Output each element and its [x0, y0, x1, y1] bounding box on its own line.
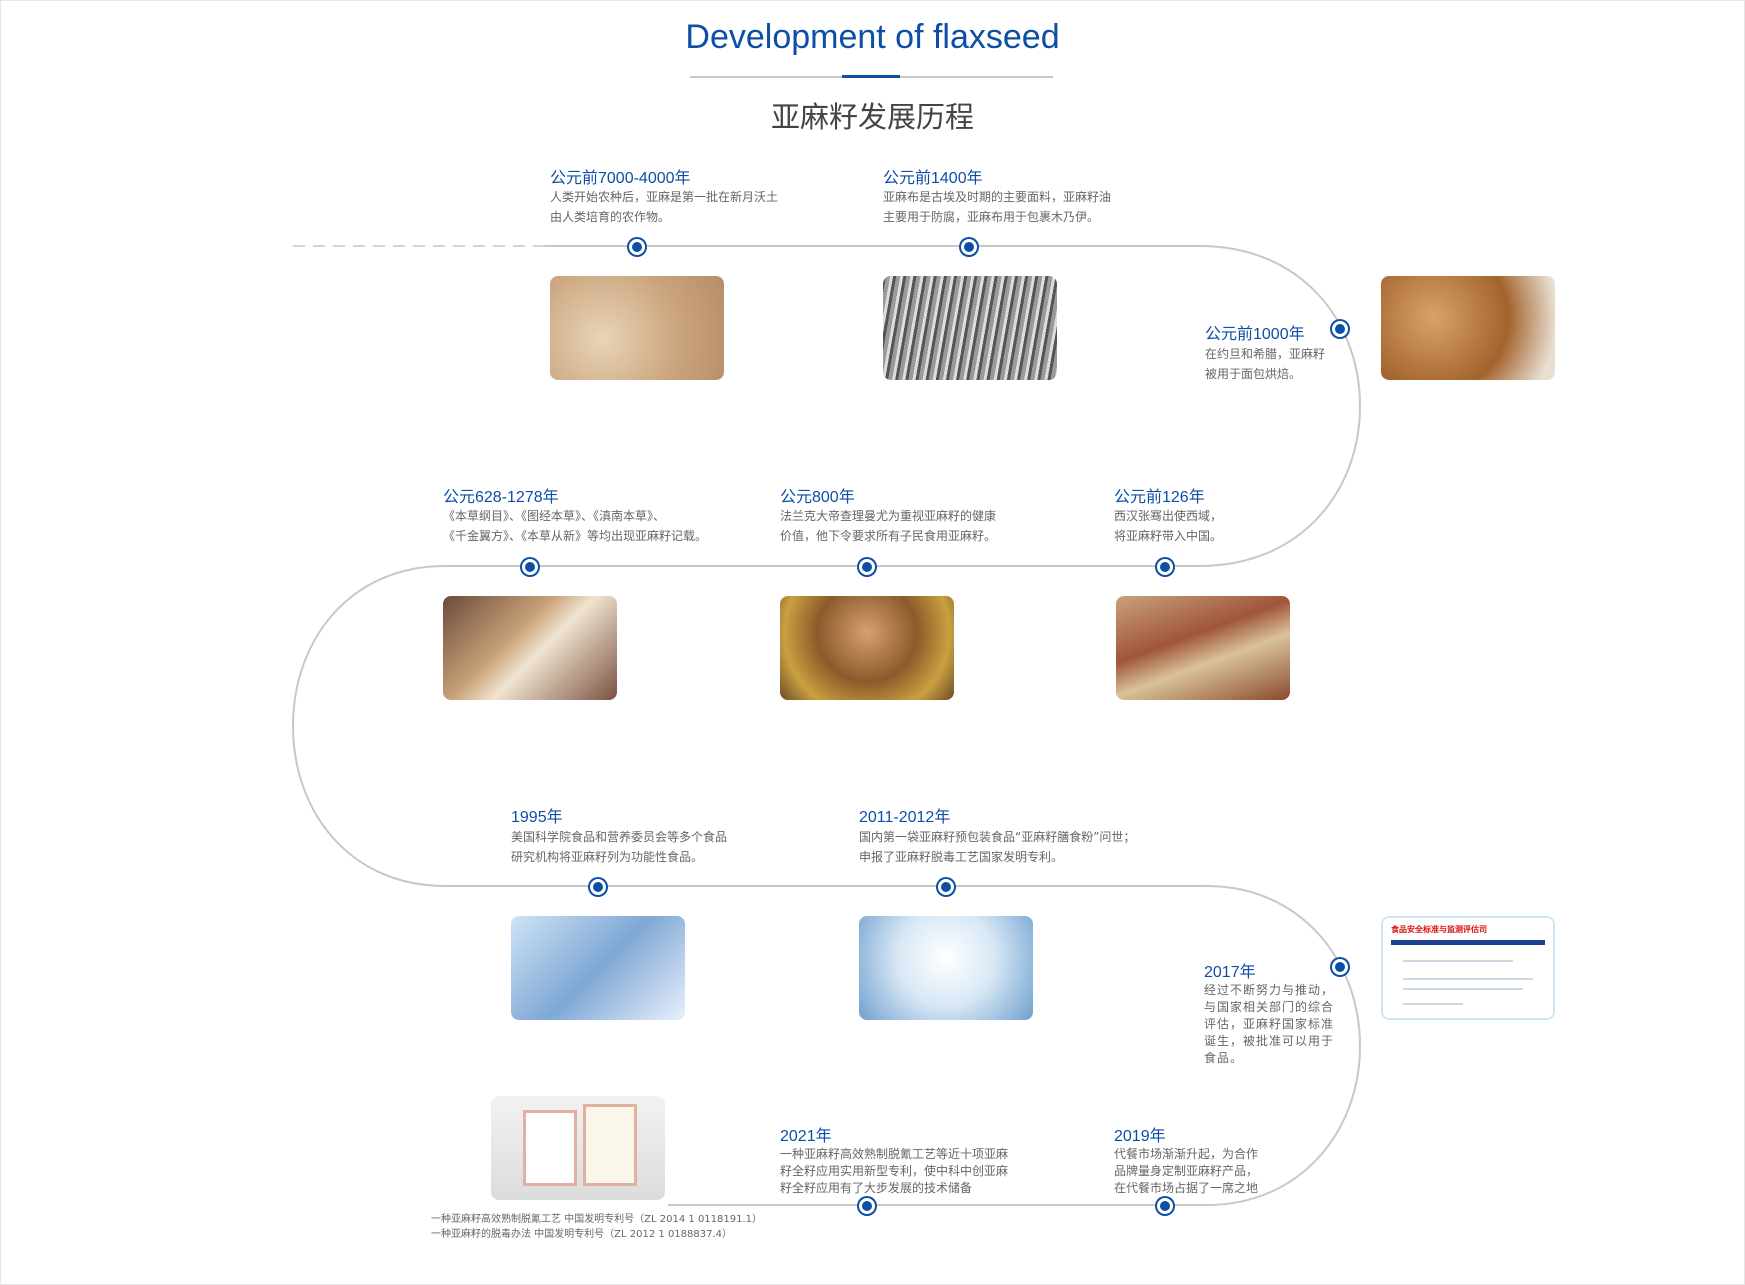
document-text-line [1403, 988, 1523, 990]
event-year: 2021年 [780, 1128, 832, 1145]
event-desc: 在约旦和希腊，亚麻籽被用于面包烘焙。 [1205, 347, 1326, 381]
event-desc: 《本草纲目》、《图经本草》、《滇南本草》、《千金翼方》、《本草从新》等均出现亚麻… [443, 509, 708, 543]
event-desc: 人类开始农种后，亚麻是第一批在新月沃土由人类培育的农作物。 [550, 190, 779, 224]
document-nav-bar [1391, 940, 1545, 945]
timeline-dot [1157, 559, 1173, 575]
government-document: 食品安全标准与监测评估司 [1381, 916, 1555, 1020]
timeline-dot [629, 239, 645, 255]
event-year: 公元800年 [780, 489, 855, 506]
event-year: 1995年 [511, 809, 563, 826]
certificate [523, 1110, 577, 1186]
event-year: 2017年 [1204, 964, 1256, 981]
bread-photo [1381, 276, 1555, 380]
timeline-dot [522, 559, 538, 575]
document-text-line [1403, 960, 1513, 962]
event-desc: 法兰克大帝查理曼尤为重视亚麻籽的健康价值，他下令要求所有子民食用亚麻籽。 [780, 509, 997, 543]
timeline-dot [590, 879, 606, 895]
event-year: 公元628-1278年 [443, 489, 559, 506]
event-year: 公元前1400年 [883, 170, 983, 187]
patent-line: 一种亚麻籽高效熟制脱氰工艺 中国发明专利号（ZL 2014 1 0118191.… [431, 1214, 763, 1225]
event-year: 2011-2012年 [859, 809, 951, 826]
event-desc: 一种亚麻籽高效熟制脱氰工艺等近十项亚麻籽全籽应用实用新型专利，使中科中创亚麻籽全… [780, 1147, 1009, 1195]
charlemagne-portrait [780, 596, 954, 700]
event-year: 2019年 [1114, 1128, 1166, 1145]
timeline-line [291, 245, 1362, 1206]
patent-certificates [491, 1096, 665, 1200]
event-year: 公元前7000-4000年 [550, 170, 691, 187]
page-title-chinese: 亚麻籽发展历程 [770, 100, 974, 134]
event-desc: 亚麻布是古埃及时期的主要面料，亚麻籽油主要用于防腐，亚麻布用于包裹木乃伊。 [883, 190, 1112, 224]
timeline-dot [1332, 959, 1348, 975]
product-package-photo [859, 916, 1033, 1020]
event-desc: 美国科学院食品和营养委员会等多个食品研究机构将亚麻籽列为功能性食品。 [511, 830, 728, 864]
event-desc: 代餐市场渐渐升起，为合作品牌量身定制亚麻籽产品，在代餐市场占据了一席之地 [1114, 1147, 1259, 1195]
certificate [583, 1104, 637, 1186]
timeline-dot [859, 1198, 875, 1214]
timeline-dot [961, 239, 977, 255]
microscope-photo [511, 916, 685, 1020]
patent-line: 一种亚麻籽的脱毒办法 中国发明专利号（ZL 2012 1 0188837.4） [431, 1229, 733, 1240]
silk-road-painting [1116, 596, 1290, 700]
timeline-dot [859, 559, 875, 575]
document-text-line [1403, 978, 1533, 980]
herbal-medicine-photo [443, 596, 617, 700]
timeline-dot [938, 879, 954, 895]
event-desc: 国内第一袋亚麻籽预包装食品“亚麻籽膳食粉”问世；申报了亚麻籽脱毒工艺国家发明专利… [859, 830, 1136, 864]
timeline-dot [1157, 1198, 1173, 1214]
page-title-english: Development of flaxseed [685, 18, 1060, 56]
event-desc: 西汉张骞出使西域，将亚麻籽带入中国。 [1114, 509, 1223, 543]
event-year: 公元前126年 [1114, 489, 1205, 506]
event-desc: 经过不断努力与推动，与国家相关部门的综合评估，亚麻籽国家标准诞生，被批准可以用于… [1204, 983, 1335, 1065]
title-divider-accent [842, 75, 900, 78]
egypt-engraving [883, 276, 1057, 380]
timeline-dot [1332, 321, 1348, 337]
flax-field-photo [550, 276, 724, 380]
document-heading: 食品安全标准与监测评估司 [1391, 925, 1487, 934]
document-text-line [1403, 1003, 1463, 1005]
event-year: 公元前1000年 [1205, 326, 1305, 343]
